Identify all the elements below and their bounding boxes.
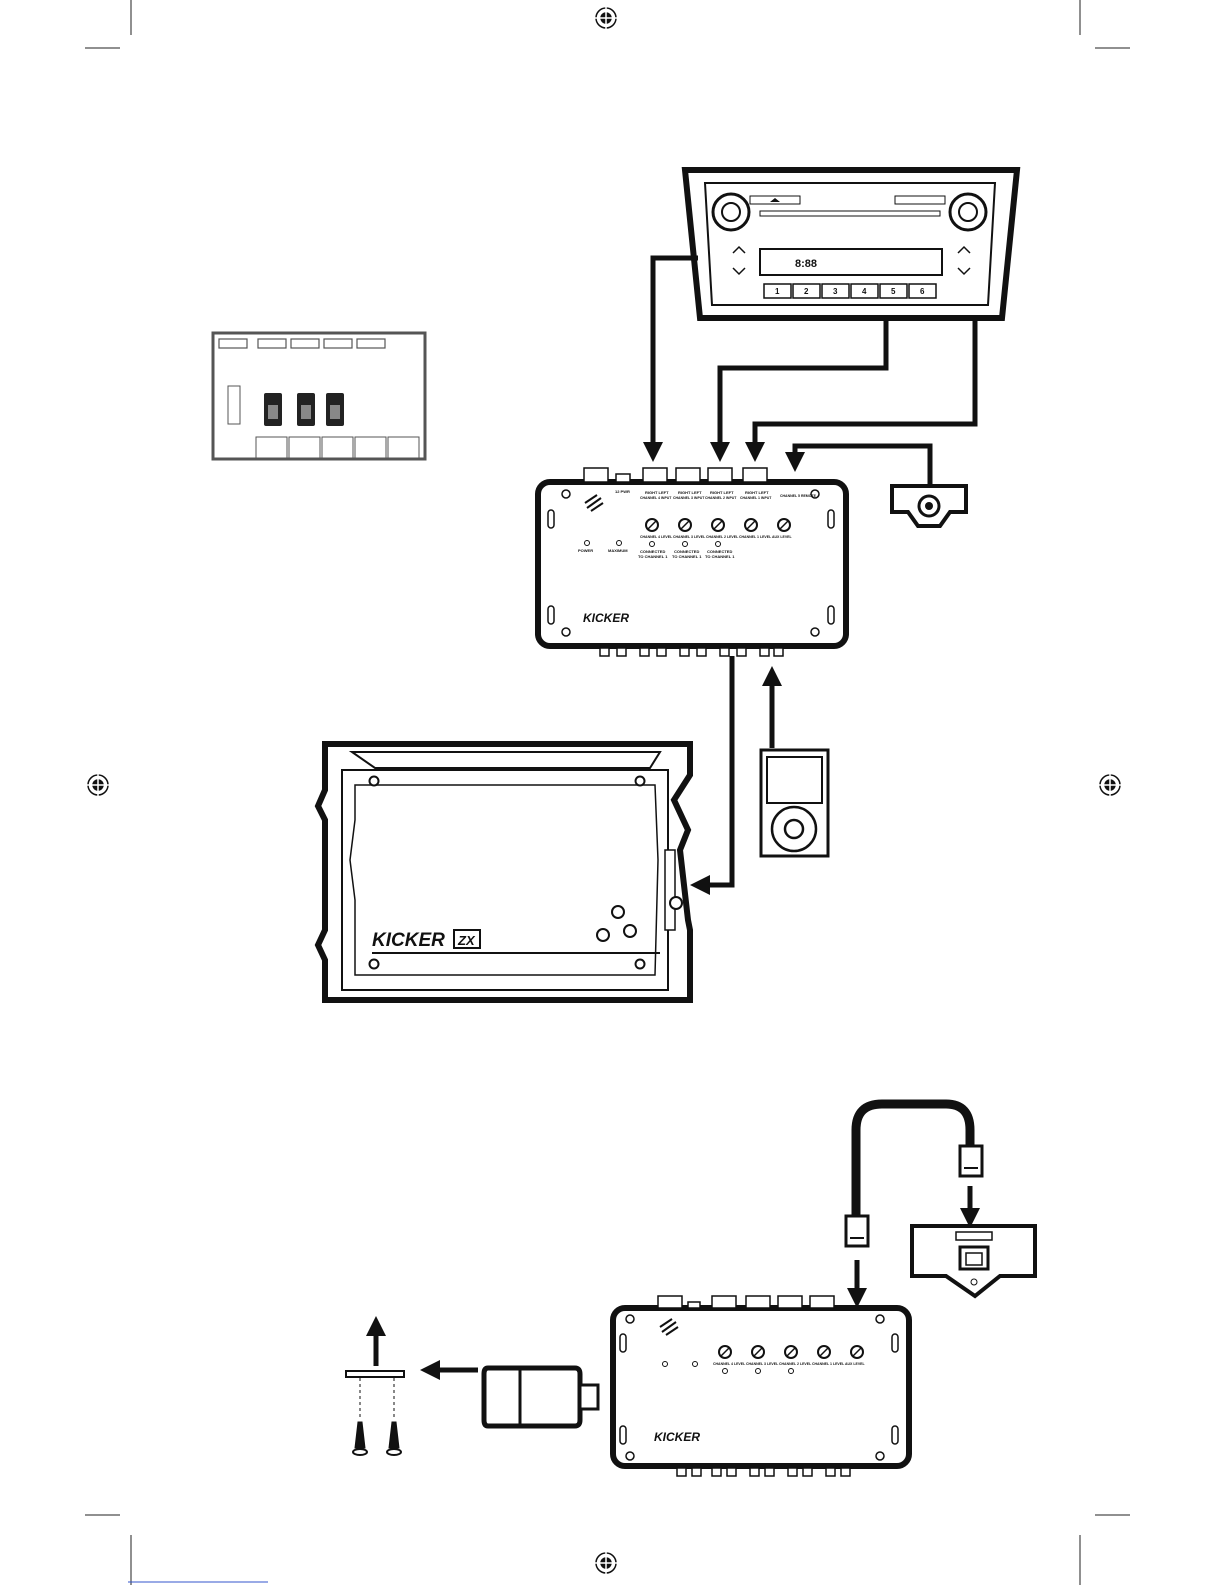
input3-sub-label: CHANNEL 2 INPUT — [705, 496, 737, 500]
remote-cable — [851, 1099, 975, 1216]
input2-sub-label: CHANNEL 3 INPUT — [673, 496, 705, 500]
display-readout: 8:88 — [795, 258, 817, 270]
remote-knob-rear — [910, 1224, 1037, 1299]
level-knob-label: CHANNEL 1 LEVEL — [812, 1362, 845, 1366]
level-knob-label: AUX LEVEL — [772, 535, 793, 539]
vent-lines — [584, 494, 604, 512]
gain-controls — [596, 905, 637, 942]
connected-led — [722, 1368, 728, 1374]
input1-sub-label: CHANNEL 4 INPUT — [640, 496, 672, 500]
connected-b-sub-label: TO CHANNEL 1 — [672, 554, 702, 559]
switch-panel — [211, 331, 427, 461]
power-in-label: 12 PWR — [615, 489, 630, 494]
connected-c-sub-label: TO CHANNEL 1 — [705, 554, 735, 559]
preset-button-label: 1 — [775, 287, 780, 296]
level-knob-label: CHANNEL 3 LEVEL — [746, 1362, 779, 1366]
preset-button-3 — [821, 283, 850, 299]
connected-a-label: CONNECTED — [640, 549, 665, 554]
top-terminal-blocks — [583, 467, 768, 483]
line-out-converter-top: 12 PWR RIGHT LEFT CHANNEL 4 INPUT RIGHT … — [535, 467, 849, 657]
power-led — [584, 540, 590, 546]
maximum-led-label: MAXIMUM — [608, 548, 628, 553]
registration-mark-top — [594, 6, 618, 30]
registration-mark-left — [86, 773, 110, 797]
connected-led — [788, 1368, 794, 1374]
preset-button-label: 6 — [920, 287, 925, 296]
level-knob-label: CHANNEL 3 LEVEL — [673, 535, 706, 539]
power-led-label: POWER — [578, 548, 593, 553]
input4-sub-label: CHANNEL 1 INPUT — [740, 496, 772, 500]
connected-led — [682, 541, 688, 547]
maximum-led — [616, 540, 622, 546]
preset-button-6 — [908, 283, 937, 299]
mounting-screws-icon — [352, 1378, 402, 1456]
preset-button-1 — [763, 283, 792, 299]
connected-b-label: CONNECTED — [674, 549, 699, 554]
level-knob-label: CHANNEL 4 LEVEL — [713, 1362, 746, 1366]
mounting-bracket — [345, 1370, 405, 1378]
preset-buttons: 1 2 3 4 5 6 — [763, 283, 937, 299]
amplifier-brand-logo: KICKER — [372, 930, 445, 951]
amplifier-model-badge: ZX — [457, 933, 476, 948]
cd-slot — [759, 210, 941, 217]
connected-led — [715, 541, 721, 547]
crop-marks — [85, 0, 1130, 1585]
level-knob-label: CHANNEL 2 LEVEL — [779, 1362, 812, 1366]
connected-led — [755, 1368, 761, 1374]
converter-brand-logo-bottom: KICKER — [654, 1430, 700, 1444]
preset-button-label: 5 — [891, 287, 896, 296]
remote-label: CHANNEL 5 REMOTE — [780, 494, 817, 498]
connected-led — [649, 541, 655, 547]
lcd-display — [759, 248, 943, 276]
registration-mark-right — [1098, 773, 1122, 797]
registration-mark-bottom — [594, 1551, 618, 1575]
preset-button-5 — [879, 283, 908, 299]
level-knob-label: AUX LEVEL — [845, 1362, 866, 1366]
signal-wires — [643, 255, 978, 895]
bottom-rca-jacks — [599, 647, 784, 657]
preset-button-label: 3 — [833, 287, 838, 296]
level-knob-label: CHANNEL 1 LEVEL — [739, 535, 772, 539]
remote-knob-side — [481, 1365, 600, 1429]
cable-plug-right — [958, 1144, 984, 1178]
preset-button-2 — [792, 283, 821, 299]
input3-label: RIGHT LEFT — [710, 490, 734, 495]
preset-button-label: 2 — [804, 287, 809, 296]
input2-label: RIGHT LEFT — [678, 490, 702, 495]
input4-label: RIGHT LEFT — [745, 490, 769, 495]
connected-c-label: CONNECTED — [707, 549, 732, 554]
preset-button-label: 4 — [862, 287, 867, 296]
level-knob-label: CHANNEL 2 LEVEL — [706, 535, 739, 539]
preset-button-4 — [850, 283, 879, 299]
media-player — [759, 748, 830, 858]
level-knob-label: CHANNEL 4 LEVEL — [640, 535, 673, 539]
input1-label: RIGHT LEFT — [645, 490, 669, 495]
head-unit: 8:88 1 2 3 4 5 6 — [681, 167, 1021, 321]
amplifier: KICKER ZX — [314, 741, 693, 1003]
remote-bass-knob — [890, 484, 968, 528]
connected-a-sub-label: TO CHANNEL 1 — [638, 554, 668, 559]
converter-brand-logo: KICKER — [583, 611, 629, 625]
cable-plug-left — [844, 1214, 870, 1248]
